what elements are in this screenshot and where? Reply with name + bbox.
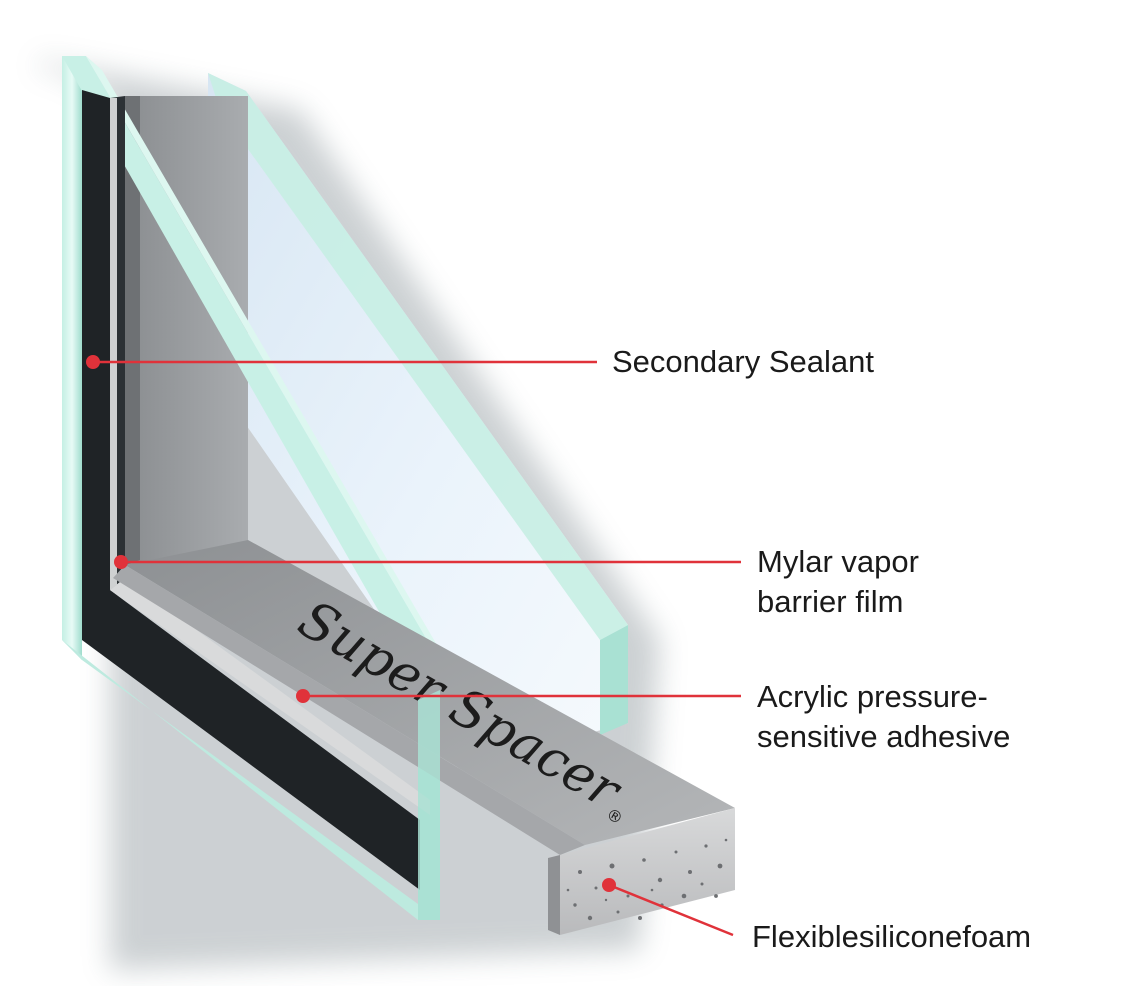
- callout-leaders: [86, 355, 741, 937]
- leader-silicone-foam: [602, 878, 734, 937]
- callout-silicone-foam: Flexiblesiliconefoam: [752, 917, 1031, 957]
- callout-line: sensitive adhesive: [757, 719, 1011, 754]
- callout-acrylic-adhesive: Acrylic pressure- sensitive adhesive: [757, 677, 1010, 757]
- leader-secondary-sealant: [86, 355, 597, 369]
- leader-mylar-film: [114, 555, 741, 569]
- mylar-strip: [110, 98, 430, 815]
- callout-line: Mylar vapor: [757, 544, 919, 579]
- horizontal-spacer: [113, 540, 735, 855]
- callout-line: barrier film: [757, 584, 904, 619]
- outer-glass-lower-edge: [418, 690, 440, 920]
- callout-line: Acrylic pressure-: [757, 679, 988, 714]
- foam-end-face: [548, 808, 735, 935]
- callout-secondary-sealant: Secondary Sealant: [612, 342, 874, 382]
- leader-acrylic-adhesive: [296, 689, 741, 703]
- inner-glass-pane: [208, 73, 628, 775]
- callout-line: Secondary Sealant: [612, 344, 874, 379]
- callout-line: Flexiblesiliconefoam: [752, 919, 1032, 954]
- callout-mylar-film: Mylar vapor barrier film: [757, 542, 919, 622]
